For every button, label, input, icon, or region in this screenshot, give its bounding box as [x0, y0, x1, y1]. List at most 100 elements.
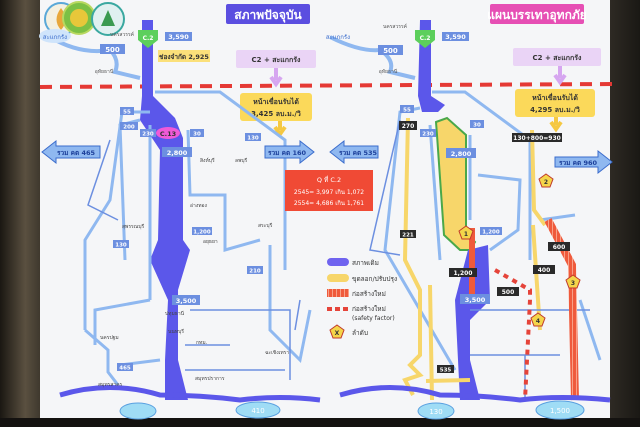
- q-c2-title: Q ที่ C.2: [317, 175, 341, 184]
- priority-4-label: 4: [536, 318, 540, 325]
- legend-label-existing: สภาพเดิม: [352, 259, 379, 267]
- legend-swatch-safety: [327, 307, 348, 311]
- right-total-west-arrow: [329, 139, 379, 165]
- left-title-box: [226, 4, 310, 24]
- right-new-channel-3: [544, 218, 579, 401]
- left-sea-west: [119, 402, 157, 420]
- right-flow-400: 400: [538, 267, 551, 274]
- legend-label-new: ก่อสร้างใหม่: [352, 290, 386, 298]
- left-place-nonthaburi: นนทบุรี: [168, 328, 184, 335]
- left-place-suphanburi: สุพรรณบุรี: [122, 223, 145, 230]
- right-dam-arrow-icon: [549, 117, 563, 133]
- right-place-nakhon-sawan: นครสวรรค์: [383, 23, 407, 30]
- legend-priority-symbol: X: [335, 330, 340, 337]
- right-sea-west: [417, 402, 455, 420]
- right-flow-500-new: 500: [502, 289, 515, 296]
- right-flow-30: 30: [473, 123, 481, 129]
- left-flow-2800: 2,800: [167, 149, 188, 157]
- left-total-east-label: รวม คต 160: [268, 149, 307, 157]
- left-gulf-coast: [59, 385, 321, 403]
- left-place-lopburi: ลพบุรี: [235, 157, 248, 164]
- left-c13-label: C.13: [160, 130, 176, 138]
- right-flow-600: 600: [553, 244, 566, 251]
- left-place-samut-prakan: สมุทรปราการ: [195, 376, 225, 382]
- right-c2-sakae-box: [513, 48, 601, 66]
- left-flow-boxes: 55 200 230 C.13 30 130 2,800 130 1,200 2…: [113, 107, 263, 372]
- left-flow-1200: 1,200: [193, 230, 211, 236]
- left-dam-capacity-box: [240, 93, 312, 121]
- right-total-east-label: รวม คต 960: [559, 159, 598, 167]
- left-place-uthai: อุทัยธานี: [95, 68, 114, 75]
- left-sea-east: [235, 401, 281, 419]
- left-place-pathum-thani: ปทุมธานี: [165, 310, 185, 317]
- left-flow-3500: 3,500: [176, 297, 197, 305]
- logo-group: [44, 1, 125, 36]
- left-callout-arrow-icon: [269, 68, 283, 88]
- left-place-bangkok: กทม.: [196, 340, 208, 346]
- right-callout-arrow-icon: [553, 66, 567, 86]
- left-dam-arrow-icon: [273, 121, 287, 138]
- right-place-uthai: อุทัยธานี: [379, 68, 398, 75]
- legend-swatch-new: [327, 289, 349, 297]
- right-c2-badge: [415, 30, 435, 48]
- legend-label-dredge: ขุดลอก/ปรับปรุง: [352, 275, 397, 283]
- right-chao-phraya-lower: [455, 245, 490, 400]
- legend-swatch-dredge: [327, 274, 349, 282]
- right-flow-535: 535: [440, 368, 452, 374]
- left-sakae-krang-label: สะแกกรัง: [43, 34, 67, 41]
- right-flow-3500: 3,500: [465, 296, 486, 304]
- legend-priority-icon: [329, 324, 345, 339]
- right-dredged-canals: [402, 117, 547, 401]
- left-c2-label: C.2: [143, 35, 154, 42]
- right-sea-west-label: 130: [429, 408, 442, 416]
- dam-reference-line: [39, 82, 615, 89]
- left-flow-500-box: [100, 44, 125, 54]
- priority-4-icon: [530, 312, 546, 327]
- right-flow-boxes: 270 230 30 55 2,800 130+800=930 221 1,20…: [399, 105, 570, 374]
- right-flow-230: 230: [422, 132, 434, 138]
- left-chao-phraya-river: [140, 20, 190, 400]
- left-flow-200: 200: [123, 125, 135, 131]
- right-total-west-label: รวม คต 535: [339, 149, 378, 157]
- left-place-chachoengsao: ฉะเชิงเทรา: [265, 349, 289, 356]
- left-flow-130-east: 130: [247, 136, 259, 142]
- left-place-labels: สิงห์บุรี ลพบุรี สุพรรณบุรี อ่างทอง อยุธ…: [98, 157, 289, 388]
- right-flow-2800: 2,800: [451, 150, 472, 158]
- right-c2-sakae-label: C2 + สะแกกรัง: [533, 54, 583, 62]
- q-c2-box: [285, 170, 373, 211]
- left-place-samut-sakhon: สมุทรสาคร: [98, 382, 123, 388]
- left-total-west-arrow: [41, 139, 101, 165]
- left-dam-capacity-line2: 3,425 ลบ.ม./วิ: [251, 110, 301, 118]
- left-panel: สะแกกรัง 500 อุทัยธานี นครสวรรค์ C.2 3,5…: [39, 20, 321, 420]
- right-flow-3590: 3,590: [445, 33, 466, 41]
- legend-sublabel-safety: (safety factor): [352, 315, 395, 322]
- left-place-ayutthaya: อยุธยา: [203, 239, 218, 245]
- left-flow-210: 210: [249, 269, 261, 275]
- right-gulf-coast: [339, 385, 611, 403]
- left-flow-130-west: 130: [115, 243, 127, 249]
- legend-swatch-existing: [327, 258, 349, 266]
- right-dam-capacity-line1: หน้าเขื่อนรับได้: [532, 92, 578, 102]
- priority-3-label: 3: [571, 280, 575, 287]
- right-flow-3590-box: [442, 32, 469, 41]
- right-flow-55: 55: [403, 108, 411, 114]
- left-place-singburi: สิงห์บุรี: [200, 157, 215, 164]
- right-title: แผนบรรเทาอุทกภัย: [487, 8, 587, 23]
- left-sea-east-label: 410: [251, 407, 264, 415]
- left-title: สภาพปัจจุบัน: [234, 8, 302, 23]
- right-flow-221: 221: [402, 233, 414, 239]
- right-flow-1200-upper: 1,200: [482, 230, 500, 236]
- logo-2-emblem-icon: [70, 9, 88, 27]
- priority-2-icon: [538, 173, 554, 188]
- left-total-east-arrow: [264, 139, 315, 165]
- right-dam-capacity-line2: 4,295 ลบ.ม./วิ: [530, 106, 580, 114]
- priority-2-label: 2: [544, 179, 548, 186]
- right-c2-label: C.2: [420, 35, 431, 42]
- legend: สภาพเดิม ขุดลอก/ปรับปรุง ก่อสร้างใหม่ ก่…: [327, 258, 397, 339]
- left-dam-capacity-line1: หน้าเขื่อนรับได้: [253, 96, 299, 106]
- right-priority-markers: 1 2 3 4: [458, 173, 581, 327]
- right-safety-channel-4: [494, 268, 532, 401]
- right-total-east-arrow: [554, 149, 613, 175]
- background-right: [610, 0, 640, 427]
